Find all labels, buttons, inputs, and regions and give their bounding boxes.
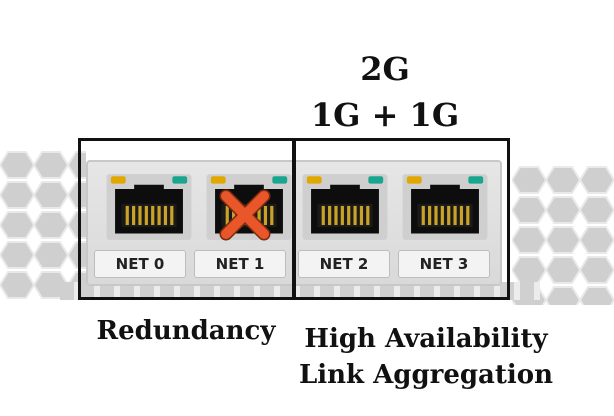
- rj45-port-icon: [402, 174, 488, 240]
- aggregate-speed-label: 2G: [360, 50, 410, 88]
- port-label-net2: NET 2: [298, 250, 390, 278]
- activity-led: [468, 176, 484, 184]
- activity-led: [172, 176, 188, 184]
- chassis-vent-left: [0, 150, 86, 300]
- redundancy-caption: Redundancy: [96, 316, 276, 346]
- activity-led: [272, 176, 288, 184]
- link-sum-label: 1G + 1G: [310, 96, 460, 134]
- port-label-net1: NET 1: [194, 250, 286, 278]
- link-led: [306, 176, 322, 184]
- port-label-net0: NET 0: [94, 250, 186, 278]
- rj45-port-icon: [106, 174, 192, 240]
- rj45-port-icon: [302, 174, 388, 240]
- aggregation-group-box: [293, 138, 510, 300]
- link-led: [110, 176, 126, 184]
- port-label-net3: NET 3: [398, 250, 490, 278]
- activity-led: [368, 176, 384, 184]
- link-aggregation-caption: Link Aggregation: [298, 360, 554, 390]
- link-led: [210, 176, 226, 184]
- chassis-vent-right: [512, 165, 614, 305]
- link-led: [406, 176, 422, 184]
- redundancy-group-box: [78, 138, 295, 300]
- chassis-bottom-strip: [60, 282, 540, 300]
- high-availability-caption: High Availability: [304, 324, 548, 354]
- cross-icon: [219, 189, 271, 241]
